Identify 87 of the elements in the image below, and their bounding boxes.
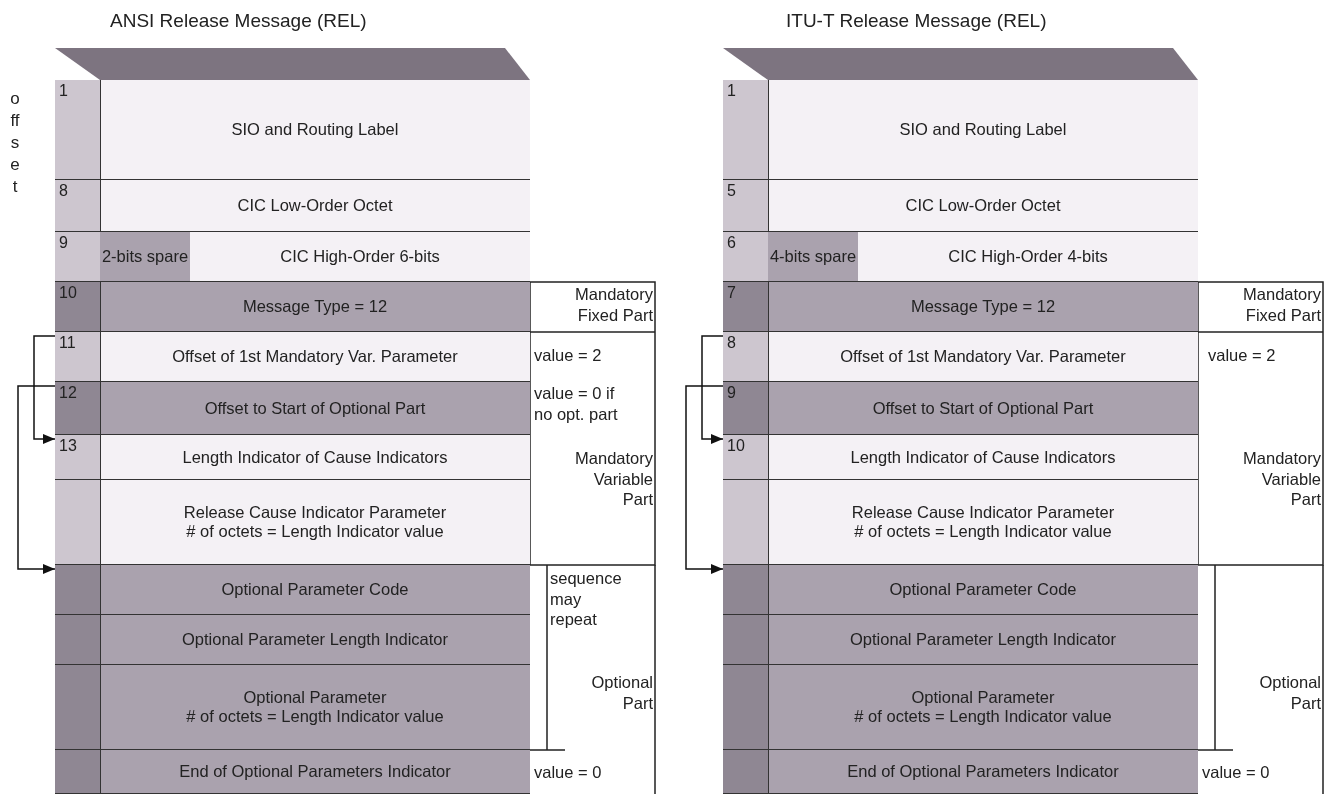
field-text: CIC Low-Order Octet xyxy=(905,196,1061,215)
field-row xyxy=(55,232,530,282)
arrow xyxy=(685,385,724,574)
field-text: Offset to Start of Optional Part xyxy=(872,398,1094,418)
field-row xyxy=(723,615,1198,665)
field-text: Offset of 1st Mandatory Var. Parameter xyxy=(840,347,1126,366)
field-row xyxy=(723,282,1198,332)
field-row xyxy=(723,332,1198,382)
field-row xyxy=(723,435,1198,480)
field-text: Length Indicator of Cause Indicators xyxy=(182,447,448,467)
arrow xyxy=(701,335,724,444)
offset-number: 8 xyxy=(727,334,736,352)
offset-number: 10 xyxy=(727,437,745,455)
offset-number: 12 xyxy=(59,384,77,402)
annotation-text: value = 0 xyxy=(534,762,603,783)
field-text: Offset to Start of Optional Part xyxy=(204,398,426,418)
field-text: SIO and Routing Label xyxy=(231,120,399,139)
offset-number: 8 xyxy=(59,182,68,200)
field-text: Release Cause Indicator Parameter xyxy=(183,503,447,522)
field-row xyxy=(723,480,1198,565)
arrow xyxy=(17,385,56,574)
field-text: 4-bits spare xyxy=(768,232,858,281)
field-row xyxy=(723,80,1198,180)
field-text: Message Type = 12 xyxy=(910,297,1056,316)
field-row xyxy=(55,615,530,665)
panel-title: ITU-T Release Message (REL) xyxy=(786,10,1047,32)
field-text: End of Optional Parameters Indicator xyxy=(179,762,451,781)
annotation-text: value = 0 xyxy=(1202,762,1271,783)
axis-label: offset xyxy=(10,88,20,199)
field-row xyxy=(55,565,530,615)
field-text: # of octets = Length Indicator value xyxy=(186,707,444,726)
field-row xyxy=(55,382,530,435)
offset-number: 1 xyxy=(59,82,68,100)
field-text: CIC High-Order 4-bits xyxy=(947,246,1109,267)
field-text: # of octets = Length Indicator value xyxy=(854,522,1112,541)
field-row xyxy=(55,180,530,232)
field-text: End of Optional Parameters Indicator xyxy=(847,762,1119,781)
panel-title: ANSI Release Message (REL) xyxy=(110,10,367,32)
offset-number: 5 xyxy=(727,182,736,200)
offset-number: 10 xyxy=(59,284,77,302)
annotation-text: value = 2 xyxy=(534,345,603,366)
annotation-text: Optional Part xyxy=(590,672,653,714)
field-text: Optional Parameter Length Indicator xyxy=(182,630,448,649)
offset-number: 1 xyxy=(727,82,736,100)
field-text: Optional Parameter Code xyxy=(889,580,1077,599)
field-text: Message Type = 12 xyxy=(242,297,388,316)
field-text: Optional Parameter Length Indicator xyxy=(850,630,1116,649)
annotation-text: Mandatory Variable Part xyxy=(1242,448,1321,510)
field-row xyxy=(55,80,530,180)
field-text: CIC High-Order 6-bits xyxy=(279,246,441,267)
field-row xyxy=(55,435,530,480)
annotation-text: Optional Part xyxy=(1258,672,1321,714)
field-row xyxy=(723,382,1198,435)
field-text: Optional Parameter Code xyxy=(221,580,409,599)
annotation-text: sequence may repeat xyxy=(550,568,623,630)
annotation-text: value = 0 if no opt. part xyxy=(534,383,619,425)
field-row xyxy=(723,565,1198,615)
field-row xyxy=(55,665,530,750)
field-row xyxy=(723,665,1198,750)
offset-number: 13 xyxy=(59,437,77,455)
field-text: 2-bits spare xyxy=(100,232,190,281)
offset-number: 11 xyxy=(59,334,76,352)
field-row xyxy=(723,232,1198,282)
annotation-text: Mandatory Variable Part xyxy=(574,448,653,510)
offset-number: 6 xyxy=(727,234,736,252)
field-text: CIC Low-Order Octet xyxy=(237,196,393,215)
offset-number: 7 xyxy=(727,284,736,302)
field-row xyxy=(723,750,1198,794)
field-row xyxy=(55,332,530,382)
offset-number: 9 xyxy=(59,234,68,252)
field-text: SIO and Routing Label xyxy=(899,120,1067,139)
field-text: Length Indicator of Cause Indicators xyxy=(850,447,1116,467)
offset-number: 9 xyxy=(727,384,736,402)
annotation-text: Mandatory Fixed Part xyxy=(574,284,653,326)
field-row xyxy=(55,480,530,565)
field-text: Release Cause Indicator Parameter xyxy=(851,503,1115,522)
arrow xyxy=(33,335,56,444)
field-row xyxy=(55,282,530,332)
field-row xyxy=(55,750,530,794)
field-text: Optional Parameter xyxy=(911,688,1055,707)
field-text: # of octets = Length Indicator value xyxy=(854,707,1112,726)
field-text: Offset of 1st Mandatory Var. Parameter xyxy=(172,347,458,366)
field-text: # of octets = Length Indicator value xyxy=(186,522,444,541)
field-row xyxy=(723,180,1198,232)
annotation-text: Mandatory Fixed Part xyxy=(1242,284,1321,326)
annotation-text: value = 2 xyxy=(1208,345,1277,366)
field-text: Optional Parameter xyxy=(243,688,387,707)
